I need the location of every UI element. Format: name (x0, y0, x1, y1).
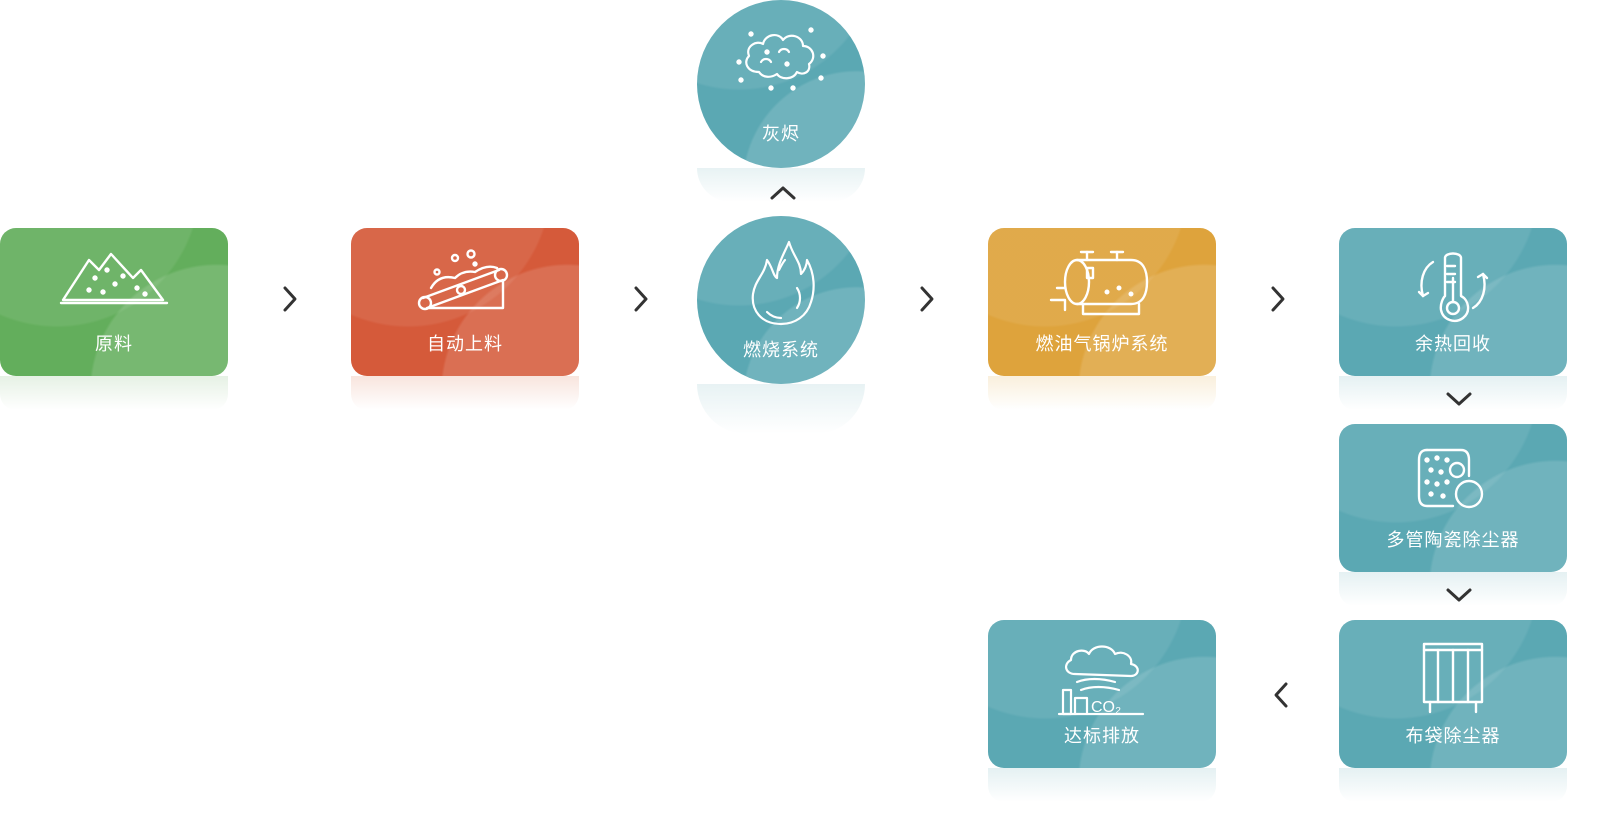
arrow-up-icon (770, 186, 796, 200)
svg-text:CO₂: CO₂ (1091, 699, 1121, 716)
raw-material-label: 原料 (95, 334, 133, 355)
reflection-auto-feed (351, 376, 579, 410)
arrow-down-icon (1446, 392, 1472, 406)
raw-material-node: 原料 (0, 228, 228, 376)
arrow-left-icon (1274, 682, 1288, 708)
ash-node: 灰烬 (697, 0, 865, 168)
ash-label: 灰烬 (762, 124, 800, 145)
thermometer-recycle-icon (1417, 252, 1489, 322)
emission-node: CO₂ 达标排放 (988, 620, 1216, 768)
flame-icon (751, 240, 815, 326)
ash-cloud-icon (736, 27, 826, 91)
arrow-right-icon (283, 286, 297, 312)
ceramic-collector-node: 多管陶瓷除尘器 (1339, 424, 1567, 572)
heat-recovery-label: 余热回收 (1415, 334, 1491, 355)
reflection-boiler (988, 376, 1216, 410)
auto-feed-node: 自动上料 (351, 228, 579, 376)
ceramic-filter-icon (1417, 448, 1484, 509)
mountain-pile-icon (59, 252, 169, 305)
reflection-raw-material (0, 376, 228, 410)
boiler-node: 燃油气锅炉系统 (988, 228, 1216, 376)
reflection-bag-filter (1339, 768, 1567, 802)
bag-filter-icon (1422, 642, 1484, 714)
boiler-label: 燃油气锅炉系统 (1035, 334, 1169, 355)
bag-filter-label: 布袋除尘器 (1405, 726, 1501, 747)
arrow-right-icon (920, 286, 934, 312)
emission-label: 达标排放 (1064, 726, 1140, 747)
co2-factory-icon: CO₂ (1057, 645, 1145, 716)
auto-feed-label: 自动上料 (427, 334, 503, 355)
arrow-down-icon (1446, 588, 1472, 602)
arrow-right-icon (634, 286, 648, 312)
bag-filter-node: 布袋除尘器 (1339, 620, 1567, 768)
boiler-tank-icon (1049, 250, 1149, 316)
arrow-right-icon (1271, 286, 1285, 312)
ceramic-collector-label: 多管陶瓷除尘器 (1386, 530, 1520, 551)
combustion-label: 燃烧系统 (743, 340, 819, 361)
reflection-combustion (697, 384, 865, 434)
conveyor-belt-icon (417, 249, 509, 311)
heat-recovery-node: 余热回收 (1339, 228, 1567, 376)
reflection-emission (988, 768, 1216, 802)
combustion-node: 燃烧系统 (697, 216, 865, 384)
